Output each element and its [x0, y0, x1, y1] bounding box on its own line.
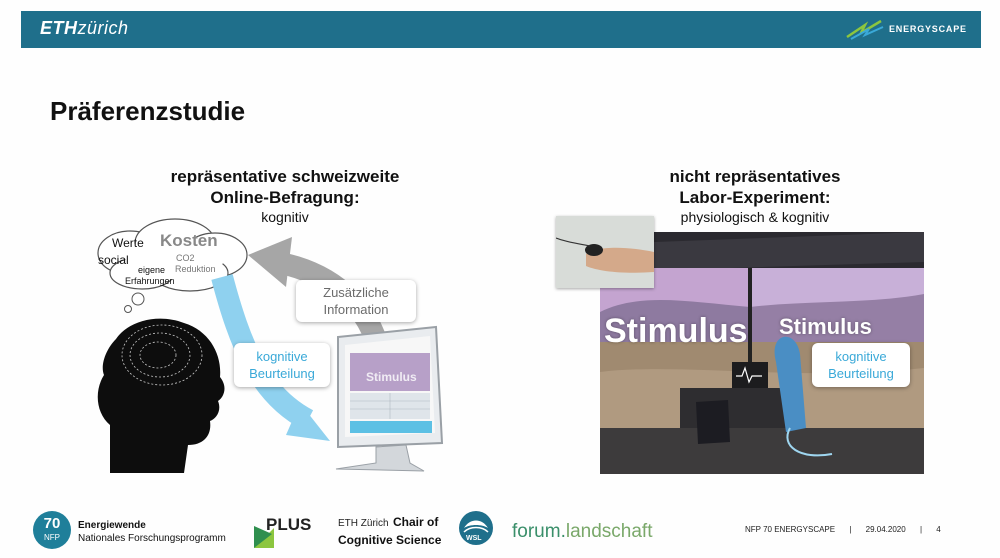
- callout-cognitive-assessment-left: kognitive Beurteilung: [234, 343, 330, 387]
- left-heading-line1: repräsentative schweizweite: [170, 167, 400, 186]
- lab-experiment-photo: [600, 232, 924, 474]
- cloud-erfahrungen: Erfahrungen: [125, 276, 175, 286]
- footer-page-number: 4: [936, 525, 941, 534]
- energyscape-logo-icon: [846, 19, 884, 40]
- nfp70-logo-icon: [33, 511, 71, 549]
- footer-meta: NFP 70 ENERGYSCAPE | 29.04.2020 | 4: [745, 525, 941, 534]
- right-subheading: physiologisch & kognitiv: [680, 209, 830, 225]
- eth-zurich-logo: ETHzürich: [40, 18, 129, 38]
- cloud-werte: Werte: [112, 236, 144, 250]
- wsl-logo-icon: [459, 511, 493, 545]
- forum-landschaft-logo: forum.landschaft: [512, 521, 653, 542]
- plus-logo-icon: [254, 526, 274, 548]
- left-subheading: kognitiv: [261, 209, 309, 225]
- chair-cognitive-science-logo: ETH Zürich Chair of Cognitive Science: [338, 515, 442, 547]
- right-heading-line1: nicht repräsentatives: [669, 167, 841, 186]
- cloud-reduktion: Reduktion: [175, 264, 216, 274]
- nfp-sub: NFP: [44, 533, 60, 542]
- wsl-label: WSL: [466, 535, 482, 542]
- footer-date: 29.04.2020: [865, 525, 906, 534]
- energyscape-label: ENERGYSCAPE: [889, 24, 967, 34]
- right-heading: nicht repräsentatives Labor-Experiment: …: [640, 166, 870, 226]
- thought-cloud: [97, 218, 248, 313]
- callout-cognitive-assessment-right: kognitive Beurteilung: [812, 343, 910, 387]
- stimulus-label-left: Stimulus: [604, 312, 748, 350]
- header-bar: [21, 11, 981, 48]
- online-survey-illustration: Stimulus: [97, 218, 444, 473]
- plus-logo: PLUS: [266, 515, 312, 534]
- screen-stimulus-label: Stimulus: [366, 370, 417, 384]
- left-heading: repräsentative schweizweite Online-Befra…: [150, 166, 420, 226]
- nfp-text: Energiewende Nationales Forschungsprogra…: [78, 520, 226, 544]
- stimulus-label-right: Stimulus: [779, 314, 872, 339]
- left-heading-line2: Online-Befragung:: [210, 188, 360, 207]
- footer-project: NFP 70 ENERGYSCAPE: [745, 525, 836, 534]
- cloud-kosten: Kosten: [160, 231, 218, 250]
- nfp-number: 70: [43, 515, 61, 532]
- right-heading-line2: Labor-Experiment:: [679, 188, 831, 207]
- hand-sensor-inset-photo: [556, 216, 654, 288]
- callout-additional-information: Zusätzliche Information: [296, 280, 416, 322]
- cloud-co2: CO2: [176, 253, 195, 263]
- head-silhouette: [97, 318, 225, 473]
- slide-title: Präferenzstudie: [50, 96, 246, 126]
- cloud-social: social: [98, 253, 129, 267]
- cloud-eigene: eigene: [138, 265, 166, 275]
- monitor-icon: Stimulus: [335, 325, 444, 472]
